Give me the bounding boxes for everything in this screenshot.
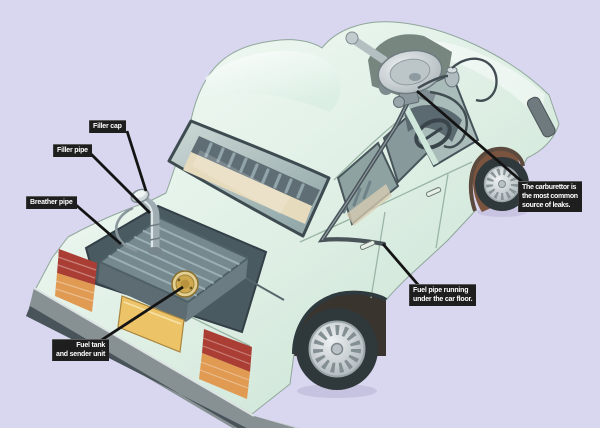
tail-light-left [55,249,97,312]
label-breather-pipe: Breather pipe [26,196,77,209]
shelf-front [183,152,312,224]
front-arch-lip [468,146,525,212]
label-fuel-tank: Fuel tank and sender unit [52,339,110,361]
rear-window [167,119,331,238]
leader-fuel-tank [99,285,184,343]
tail-light-right [199,329,252,399]
label-fuel-tank-line1: Fuel tank [76,342,106,349]
a-pillar [399,98,439,166]
label-carburettor: The carburettor is the most common sourc… [518,181,582,212]
label-carburettor-line1: The carburettor is [522,184,577,191]
label-fuel-pipe-line1: Fuel pipe running [413,287,469,294]
leader-filler-cap [125,130,148,192]
bonnet-highlight [428,40,545,120]
label-carburettor-line2: the most common [522,193,578,200]
fuel-tank [98,217,285,322]
label-fuel-pipe-line2: under the car floor. [413,296,473,303]
front-bumper-end [526,96,556,138]
label-filler-cap-text: Filler cap [93,123,122,130]
rear-bumper [26,287,300,428]
label-breather-pipe-text: Breather pipe [30,199,73,206]
leader-lines [75,89,528,343]
front-left-wheel [472,148,529,212]
door-handle [359,187,442,250]
engine-bay [345,31,498,149]
label-fuel-tank-line2: and sender unit [56,351,106,358]
wheel-shadow [297,384,377,398]
leader-carburettor [416,89,528,188]
number-plate [117,295,185,353]
leader-filler-pipe [89,152,151,214]
fuel-hoses [417,57,498,149]
leader-fuel-pipe [381,243,422,288]
rear-arch-lip [292,290,388,355]
label-carburettor-line3: source of leaks. [522,202,571,209]
shelf-louvres [204,142,305,199]
label-fuel-pipe: Fuel pipe running under the car floor. [409,284,477,306]
leader-breather-pipe [75,203,122,246]
wheel-shadow [477,207,527,217]
rear-left-wheel [292,292,386,390]
label-filler-pipe-text: Filler pipe [57,147,88,154]
breather-pipe [114,206,138,253]
roof-highlight [205,50,341,112]
label-filler-cap: Filler cap [89,120,126,133]
steering-wheel [414,118,452,150]
label-filler-pipe: Filler pipe [53,144,92,157]
